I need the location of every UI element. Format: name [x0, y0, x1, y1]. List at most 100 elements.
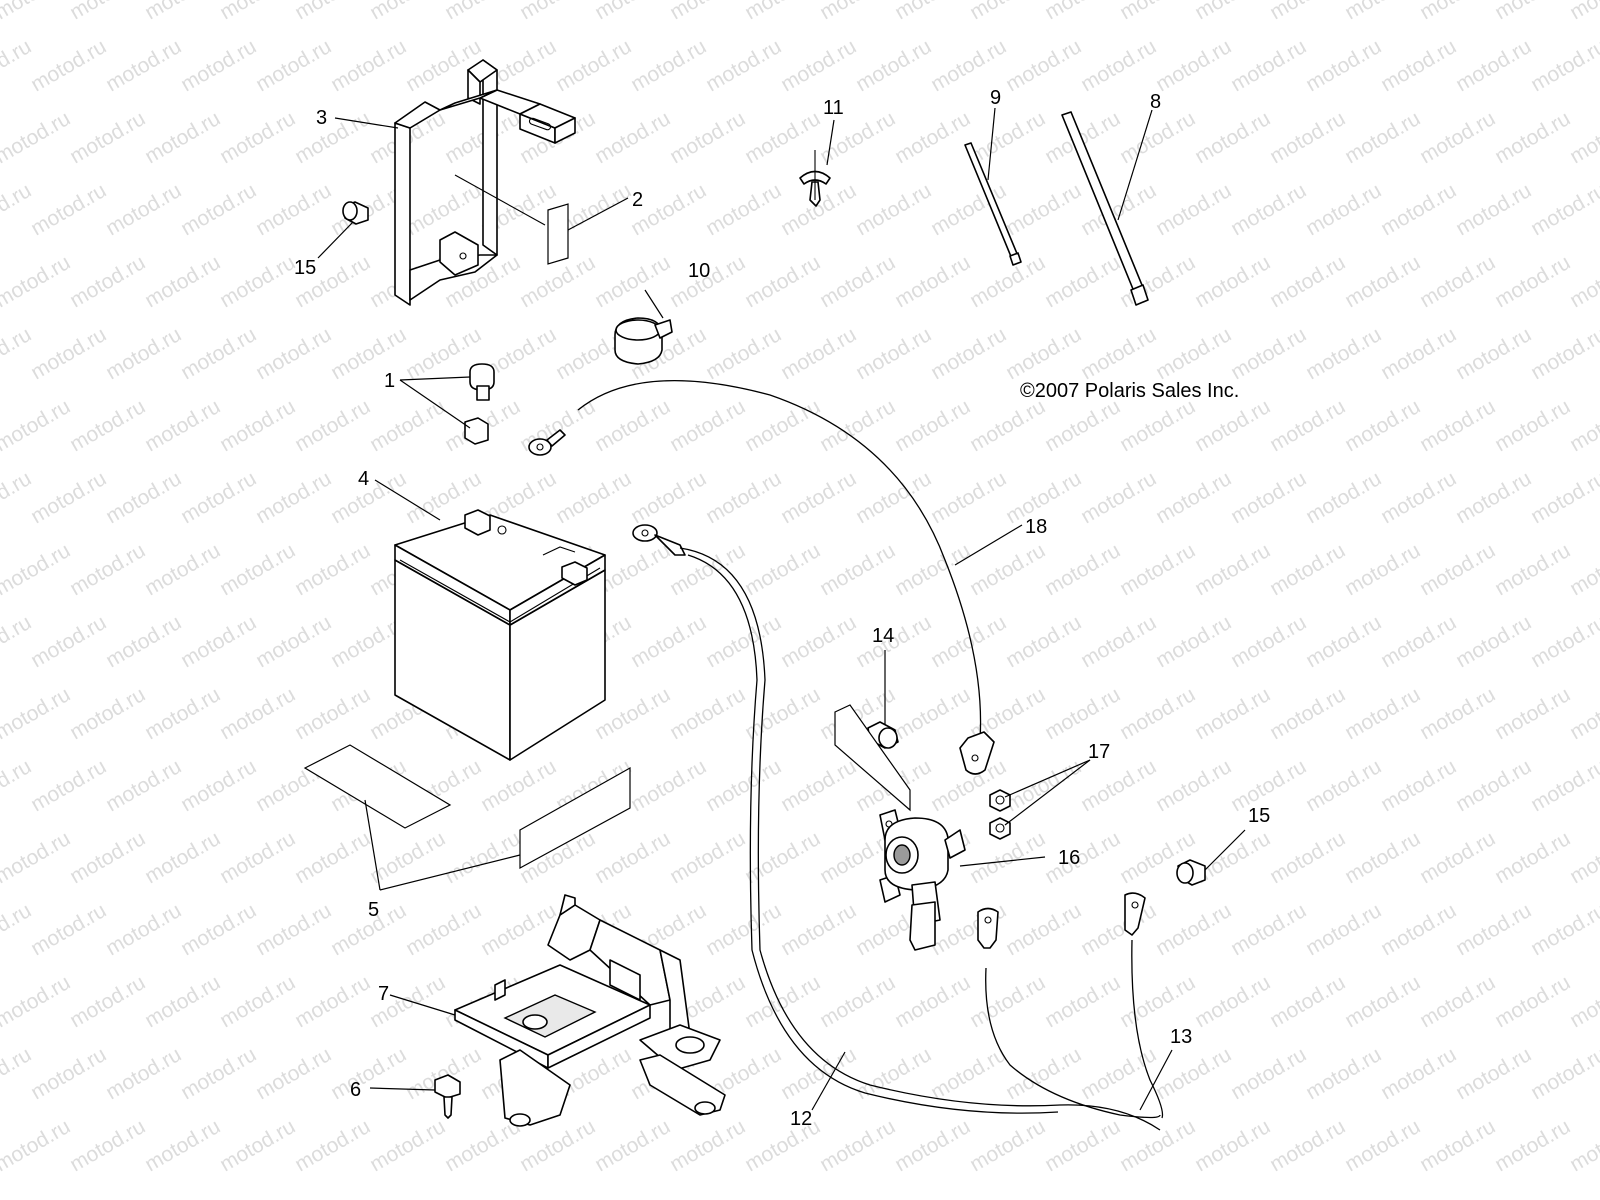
- watermark-text: motod.ru: [366, 1115, 449, 1176]
- watermark-text: motod.ru: [666, 827, 749, 888]
- part-3-battery-bracket: [394, 59, 576, 306]
- watermark-text: motod.ru: [1266, 395, 1349, 456]
- watermark-text: motod.ru: [852, 179, 935, 240]
- watermark-text: motod.ru: [591, 0, 674, 24]
- watermark-text: motod.ru: [1527, 899, 1600, 960]
- watermark-text: motod.ru: [252, 467, 335, 528]
- watermark-text: motod.ru: [666, 1115, 749, 1176]
- watermark-text: motod.ru: [1002, 755, 1085, 816]
- watermark-text: motod.ru: [777, 755, 860, 816]
- watermark-text: motod.ru: [1116, 971, 1199, 1032]
- watermark-text: motod.ru: [216, 683, 299, 744]
- part-13-positive-cable: [977, 892, 1164, 1119]
- watermark-text: motod.ru: [1041, 539, 1124, 600]
- part-5-battery-labels: [303, 744, 631, 891]
- callout-15-left: 15: [294, 257, 316, 279]
- part-15-bolt-left: [342, 201, 369, 225]
- callout-10: 10: [688, 260, 710, 282]
- watermark-text: motod.ru: [216, 0, 299, 24]
- watermark-text: motod.ru: [1491, 107, 1574, 168]
- watermark-text: motod.ru: [252, 899, 335, 960]
- watermark-text: motod.ru: [1341, 251, 1424, 312]
- watermark-text: motod.ru: [1152, 323, 1235, 384]
- watermark-text: motod.ru: [1527, 755, 1600, 816]
- watermark-text: motod.ru: [852, 323, 935, 384]
- watermark-text: motod.ru: [702, 179, 785, 240]
- watermark-text: motod.ru: [27, 755, 110, 816]
- watermark-text: motod.ru: [966, 0, 1049, 24]
- watermark-text: motod.ru: [1002, 323, 1085, 384]
- watermark-text: motod.ru: [1227, 323, 1310, 384]
- watermark-text: motod.ru: [0, 827, 74, 888]
- watermark-text: motod.ru: [141, 107, 224, 168]
- watermark-text: motod.ru: [0, 467, 35, 528]
- watermark-text: motod.ru: [1152, 755, 1235, 816]
- watermark-text: motod.ru: [402, 899, 485, 960]
- watermark-text: motod.ru: [627, 755, 710, 816]
- watermark-text: motod.ru: [1266, 683, 1349, 744]
- watermark-text: motod.ru: [1152, 179, 1235, 240]
- watermark-text: motod.ru: [1341, 827, 1424, 888]
- watermark-text: motod.ru: [777, 899, 860, 960]
- watermark-text: motod.ru: [1266, 539, 1349, 600]
- watermark-text: motod.ru: [66, 0, 149, 24]
- watermark-text: motod.ru: [1416, 683, 1499, 744]
- watermark-text: motod.ru: [1077, 35, 1160, 96]
- watermark-text: motod.ru: [1452, 35, 1535, 96]
- callout-8: 8: [1150, 91, 1161, 113]
- watermark-text: motod.ru: [891, 251, 974, 312]
- watermark-text: motod.ru: [291, 539, 374, 600]
- watermark-text: motod.ru: [366, 395, 449, 456]
- part-15-bolt-right: [1176, 859, 1206, 886]
- watermark-text: motod.ru: [0, 899, 35, 960]
- watermark-text: motod.ru: [1152, 899, 1235, 960]
- watermark-text: motod.ru: [0, 683, 74, 744]
- watermark-text: motod.ru: [702, 755, 785, 816]
- watermark-text: motod.ru: [291, 683, 374, 744]
- watermark-text: motod.ru: [216, 395, 299, 456]
- watermark-text: motod.ru: [516, 0, 599, 24]
- watermark-text: motod.ru: [1452, 755, 1535, 816]
- watermark-text: motod.ru: [891, 683, 974, 744]
- watermark-text: motod.ru: [291, 827, 374, 888]
- watermark-text: motod.ru: [741, 971, 824, 1032]
- watermark-text: motod.ru: [1302, 611, 1385, 672]
- watermark-text: motod.ru: [141, 971, 224, 1032]
- watermark-text: motod.ru: [102, 467, 185, 528]
- watermark-text: motod.ru: [1152, 1043, 1235, 1104]
- watermark-text: motod.ru: [1191, 107, 1274, 168]
- watermark-text: motod.ru: [1566, 107, 1600, 168]
- watermark-text: motod.ru: [1377, 323, 1460, 384]
- watermark-text: motod.ru: [1302, 467, 1385, 528]
- part-11-push-rivet: [799, 150, 831, 207]
- watermark-text: motod.ru: [1191, 0, 1274, 24]
- watermark-text: motod.ru: [741, 107, 824, 168]
- watermark-text: motod.ru: [1041, 1115, 1124, 1176]
- watermark-text: motod.ru: [1416, 0, 1499, 24]
- watermark-text: motod.ru: [102, 323, 185, 384]
- watermark-text: motod.ru: [1266, 107, 1349, 168]
- watermark-text: motod.ru: [102, 1043, 185, 1104]
- watermark-text: motod.ru: [1002, 899, 1085, 960]
- watermark-text: motod.ru: [141, 1115, 224, 1176]
- watermark-text: motod.ru: [741, 827, 824, 888]
- watermark-text: motod.ru: [27, 467, 110, 528]
- watermark-text: motod.ru: [1191, 971, 1274, 1032]
- watermark-text: motod.ru: [1416, 251, 1499, 312]
- watermark-text: motod.ru: [966, 395, 1049, 456]
- watermark-text: motod.ru: [1002, 179, 1085, 240]
- watermark-text: motod.ru: [816, 539, 899, 600]
- watermark-text: motod.ru: [1377, 899, 1460, 960]
- watermark-text: motod.ru: [702, 467, 785, 528]
- watermark-text: motod.ru: [966, 539, 1049, 600]
- watermark-text: motod.ru: [1002, 35, 1085, 96]
- watermark-text: motod.ru: [177, 467, 260, 528]
- watermark-text: motod.ru: [141, 683, 224, 744]
- part-4-battery: [394, 509, 606, 761]
- watermark-text: motod.ru: [1377, 35, 1460, 96]
- watermark-text: motod.ru: [66, 683, 149, 744]
- watermark-text: motod.ru: [891, 1115, 974, 1176]
- watermark-text: motod.ru: [216, 971, 299, 1032]
- watermark-text: motod.ru: [66, 395, 149, 456]
- watermark-text: motod.ru: [591, 107, 674, 168]
